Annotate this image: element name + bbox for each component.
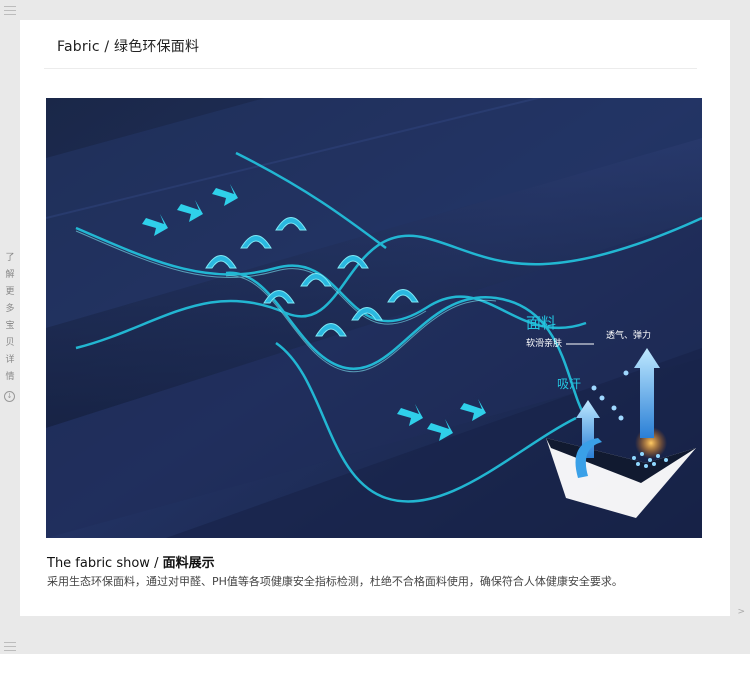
label-breathable: 透气、弹力 bbox=[606, 329, 651, 341]
menu-icon-bottom[interactable] bbox=[4, 642, 16, 654]
side-rail: 了 解 更 多 宝 贝 详 情 ↓ bbox=[0, 0, 18, 682]
next-arrow-icon[interactable]: > bbox=[737, 607, 745, 617]
label-fabric: 面料 bbox=[526, 314, 556, 332]
menu-icon[interactable] bbox=[4, 6, 16, 18]
fabric-photo: 面料 软滑亲肤 透气、弹力 吸汗 bbox=[46, 98, 702, 538]
fabric-card: Fabric / 绿色环保面料 bbox=[20, 20, 730, 616]
vertical-char: 贝 bbox=[5, 338, 15, 348]
vertical-char: 了 bbox=[5, 253, 15, 263]
footer-strip bbox=[0, 654, 750, 682]
vertical-char: 更 bbox=[5, 287, 15, 297]
divider bbox=[44, 68, 697, 69]
caption-title: The fabric show / 面料展示 bbox=[47, 552, 215, 571]
caption-title-en: The fabric show / bbox=[47, 556, 163, 571]
vertical-char: 宝 bbox=[5, 321, 15, 331]
more-details-link[interactable]: 了 解 更 多 宝 贝 详 情 bbox=[3, 250, 17, 386]
label-absorb: 吸汗 bbox=[557, 377, 581, 391]
vertical-char: 情 bbox=[5, 372, 15, 382]
section-title: Fabric / 绿色环保面料 bbox=[57, 39, 200, 55]
scroll-down-icon[interactable]: ↓ bbox=[4, 391, 15, 402]
label-soft: 软滑亲肤 bbox=[526, 337, 562, 349]
vertical-char: 解 bbox=[5, 270, 15, 280]
vertical-char: 多 bbox=[5, 304, 15, 314]
vertical-char: 详 bbox=[5, 355, 15, 365]
caption-title-cn: 面料展示 bbox=[162, 556, 215, 571]
caption-description: 采用生态环保面料，通过对甲醛、PH值等各项健康安全指标检测，杜绝不合格面料使用，… bbox=[47, 575, 623, 588]
fabric-illustration: 面料 软滑亲肤 透气、弹力 吸汗 bbox=[46, 98, 702, 538]
